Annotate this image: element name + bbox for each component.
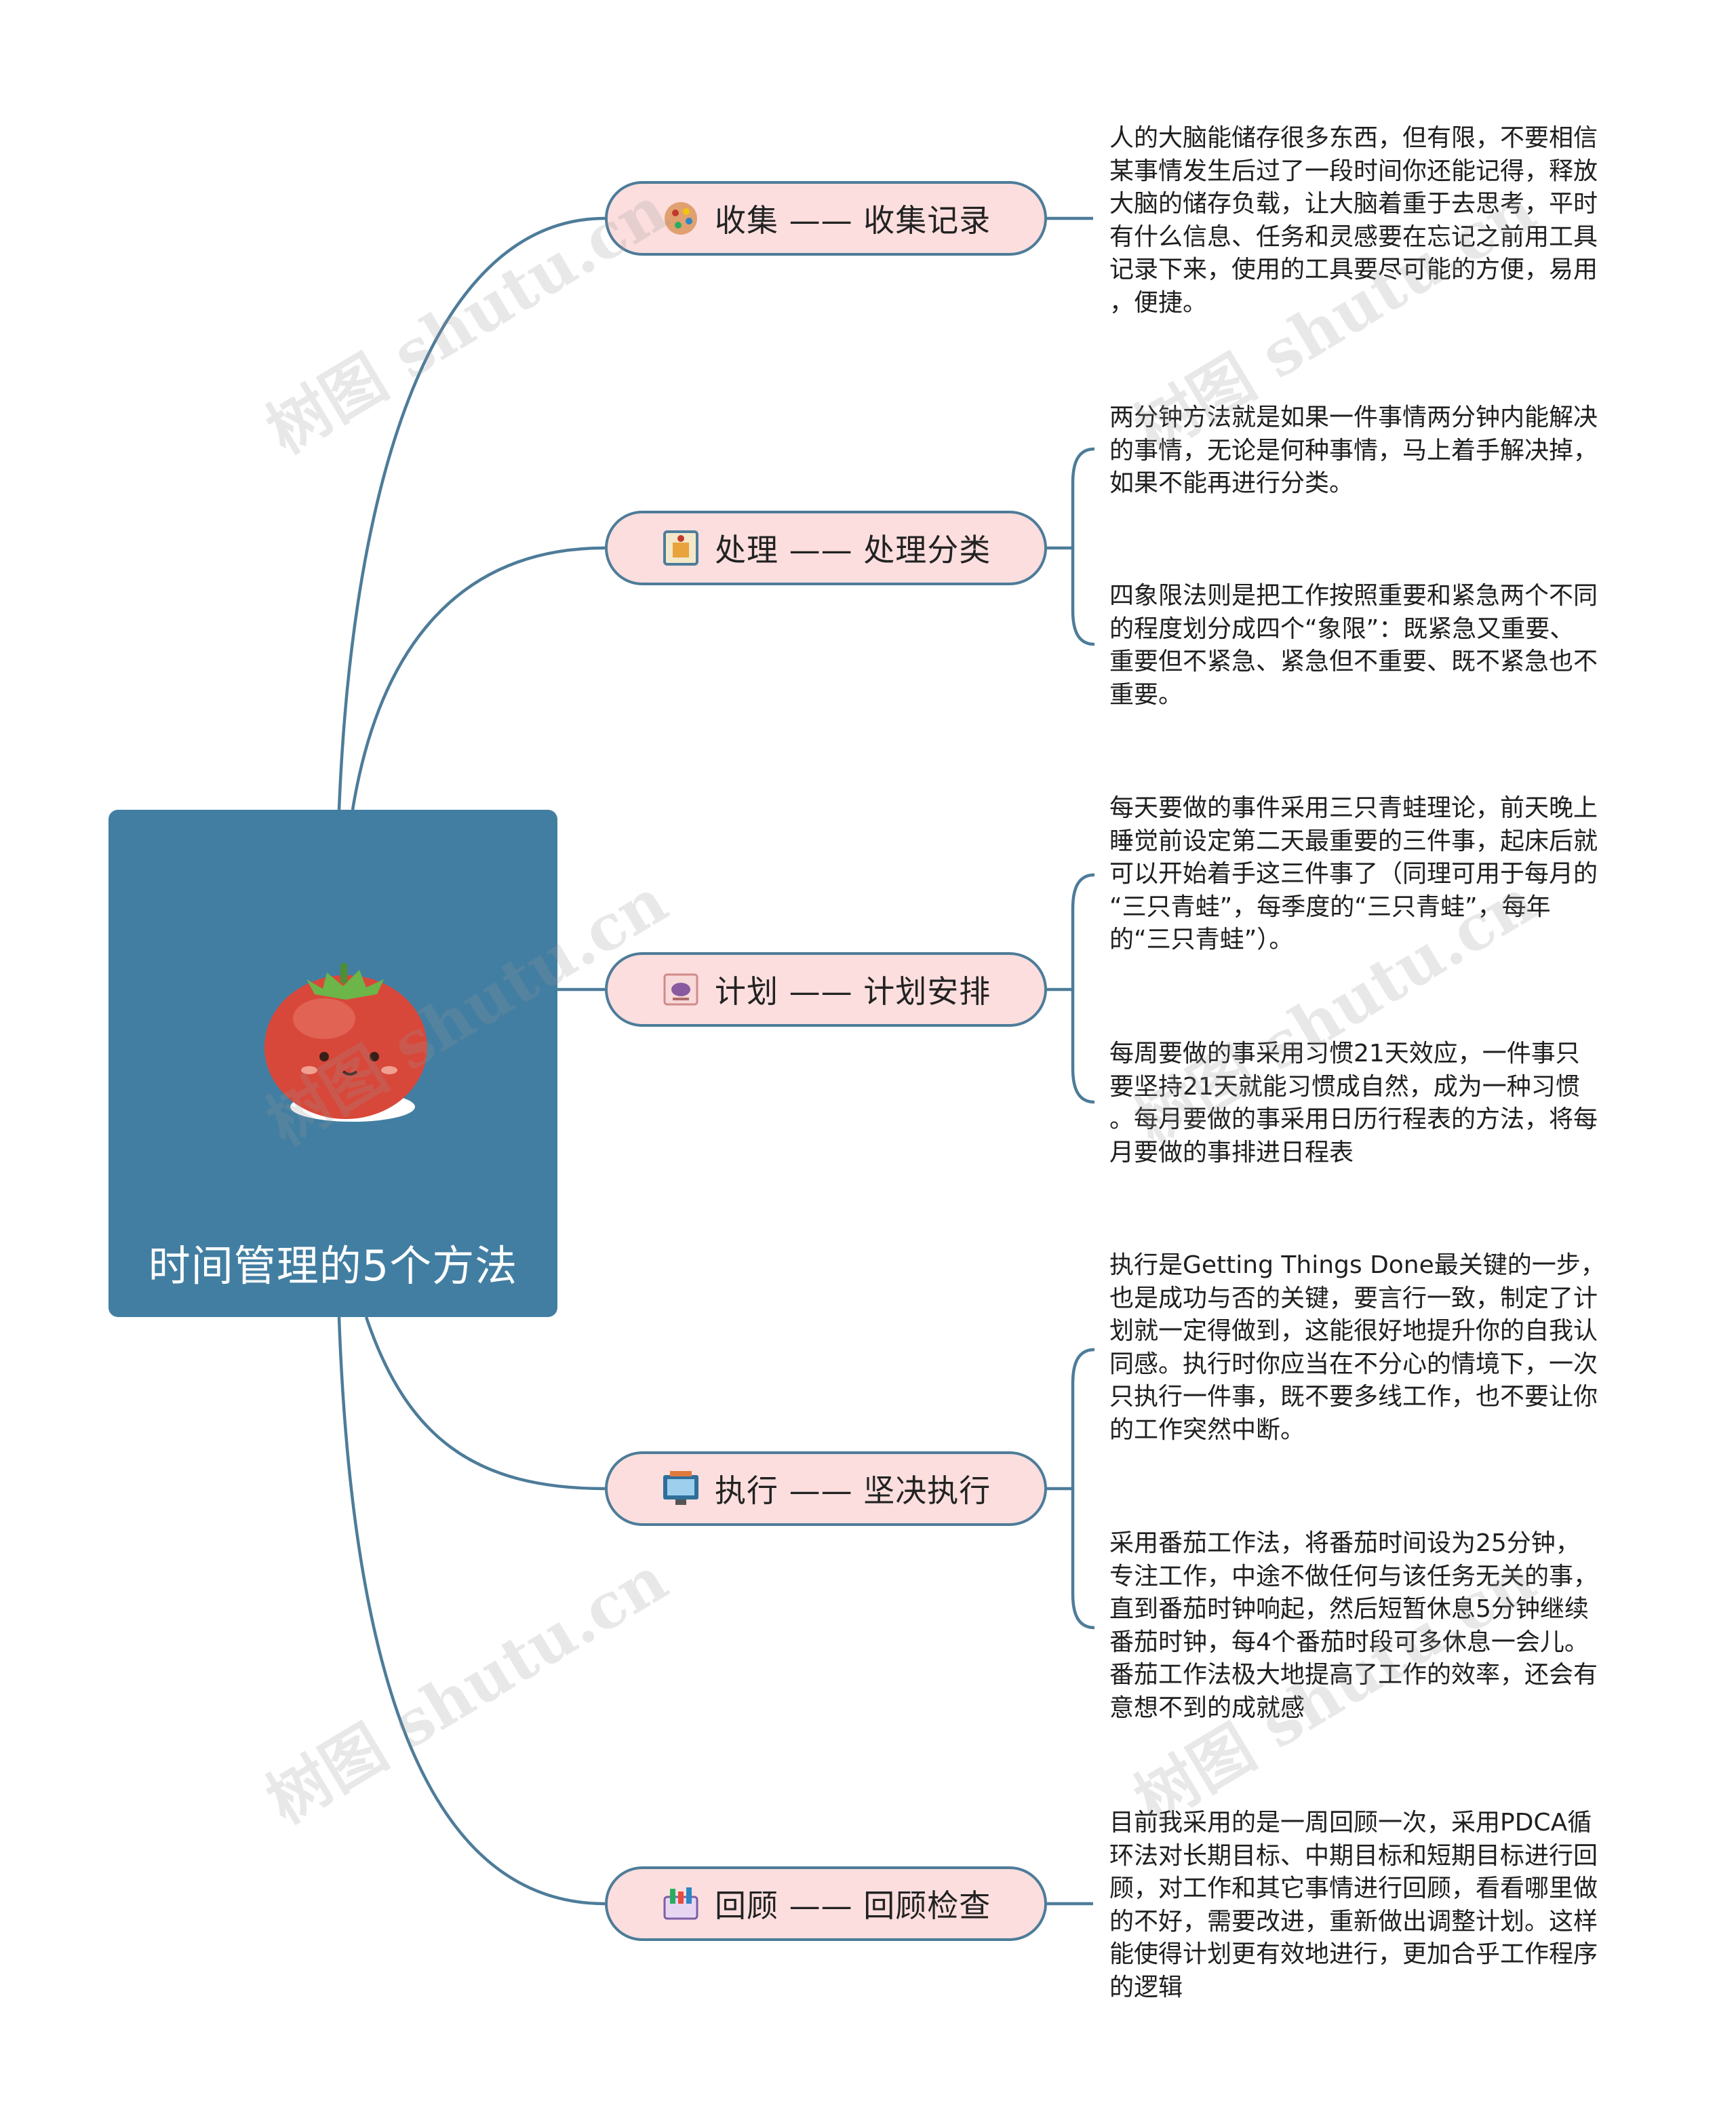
palette-icon — [665, 202, 697, 235]
tomato-mascot-icon — [264, 963, 427, 1122]
note-plan-2: 每周要做的事采用习惯21天效应，一件事只 要坚持21天就能习惯成自然，成为一种习… — [1109, 1040, 1598, 1166]
branch-label: 计划 —— 计划安排 — [715, 973, 991, 1010]
branch-label: 收集 —— 收集记录 — [715, 202, 991, 239]
bracket-process — [1071, 447, 1095, 646]
connector-root-review — [337, 1316, 606, 1906]
tray-icon — [663, 973, 698, 1006]
bracket-execute — [1071, 1348, 1095, 1630]
connector-root-process — [351, 546, 606, 810]
branch-node-review[interactable]: 回顾 —— 回顾检查 — [605, 1866, 1047, 1941]
note-execute-1: 执行是Getting Things Done最关键的一步， 也是成功与否的关键，… — [1109, 1251, 1605, 1444]
monitor-icon — [663, 1471, 698, 1505]
note-review: 目前我采用的是一周回顾一次，采用PDCA循 环法对长期目标、中期目标和短期目标进… — [1109, 1809, 1598, 2001]
bracket-plan — [1071, 873, 1095, 1104]
connector-root-execute — [364, 1316, 606, 1491]
branch-node-plan[interactable]: 计划 —— 计划安排 — [605, 952, 1047, 1027]
branch-label: 执行 —— 坚决执行 — [715, 1472, 991, 1509]
note-process-2: 四象限法则是把工作按照重要和紧急两个不同 的程度划分成四个“象限”：既紧急又重要… — [1109, 582, 1598, 709]
toolbox-icon — [663, 1887, 698, 1920]
branch-node-process[interactable]: 处理 —— 处理分类 — [605, 511, 1047, 585]
connector-root-collect — [337, 216, 606, 810]
branch-node-collect[interactable]: 收集 —— 收集记录 — [605, 181, 1047, 256]
frame-icon — [663, 530, 698, 566]
note-collect: 人的大脑能储存很多东西，但有限，不要相信 某事情发生后过了一段时间你还能记得，释… — [1109, 124, 1598, 317]
branch-node-execute[interactable]: 执行 —— 坚决执行 — [605, 1451, 1047, 1526]
note-process-1: 两分钟方法就是如果一件事情两分钟内能解决 的事情，无论是何种事情，马上着手解决掉… — [1109, 404, 1598, 497]
root-node[interactable]: 时间管理的5个方法 — [108, 810, 557, 1317]
note-plan-1: 每天要做的事件采用三只青蛙理论，前天晚上 睡觉前设定第二天最重要的三件事，起床后… — [1109, 794, 1598, 954]
branch-label: 回顾 —— 回顾检查 — [715, 1887, 991, 1924]
note-execute-2: 采用番茄工作法，将番茄时间设为25分钟， 专注工作，中途不做任何与该任务无关的事… — [1109, 1529, 1598, 1722]
root-title: 时间管理的5个方法 — [148, 1241, 518, 1291]
branch-label: 处理 —— 处理分类 — [715, 532, 991, 568]
